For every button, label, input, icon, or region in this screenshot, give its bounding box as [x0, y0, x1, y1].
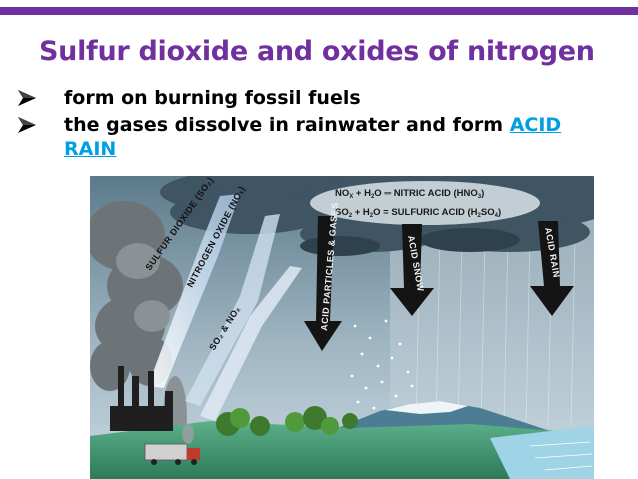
equation-nox: NOX + H2O ═ NITRIC ACID (HNO3): [335, 188, 484, 200]
title-accent-bar: [0, 7, 638, 15]
lake-ripples: [529, 441, 593, 471]
acid-rain-arrow: [530, 221, 574, 316]
smoke-plume: [90, 201, 183, 391]
mountains: [330, 401, 550, 431]
arrow-bullet-icon: [18, 117, 36, 133]
factory: [110, 366, 173, 431]
acid-rain-link[interactable]: ACID RAIN: [64, 114, 562, 160]
snow-caps: [385, 401, 468, 414]
bullet-text: the gases dissolve in rainwater and form: [64, 114, 510, 136]
bullet-item-burning: form on burning fossil fuels: [16, 86, 616, 110]
trees: [216, 406, 358, 436]
bullet-text: form on burning fossil fuels: [64, 87, 361, 109]
acid-particles-arrow: [304, 216, 342, 351]
sulfur-dioxide-beam: [148, 194, 240, 388]
equation-panel: [310, 181, 540, 225]
lake: [490, 426, 594, 479]
bullet-item-rainwater: the gases dissolve in rainwater and form…: [16, 113, 616, 161]
so2-nox-beam: [200, 266, 302, 421]
equation-so2: SO2 + H2O = SULFURIC ACID (H2SO4): [335, 207, 501, 219]
acid-rain-illustration: NOX + H2O ═ NITRIC ACID (HNO3) SO2 + H2O…: [90, 176, 594, 479]
bullet-list: form on burning fossil fuels the gases d…: [16, 86, 616, 164]
truck: [144, 424, 200, 465]
arrow-bullet-icon: [18, 90, 36, 106]
ground: [90, 421, 594, 479]
acid-snow-arrow: [390, 224, 434, 316]
nitrogen-oxide-beam: [185, 214, 280, 406]
acid-snow-flakes: [350, 319, 414, 410]
slide-title: Sulfur dioxide and oxides of nitrogen: [39, 36, 595, 67]
